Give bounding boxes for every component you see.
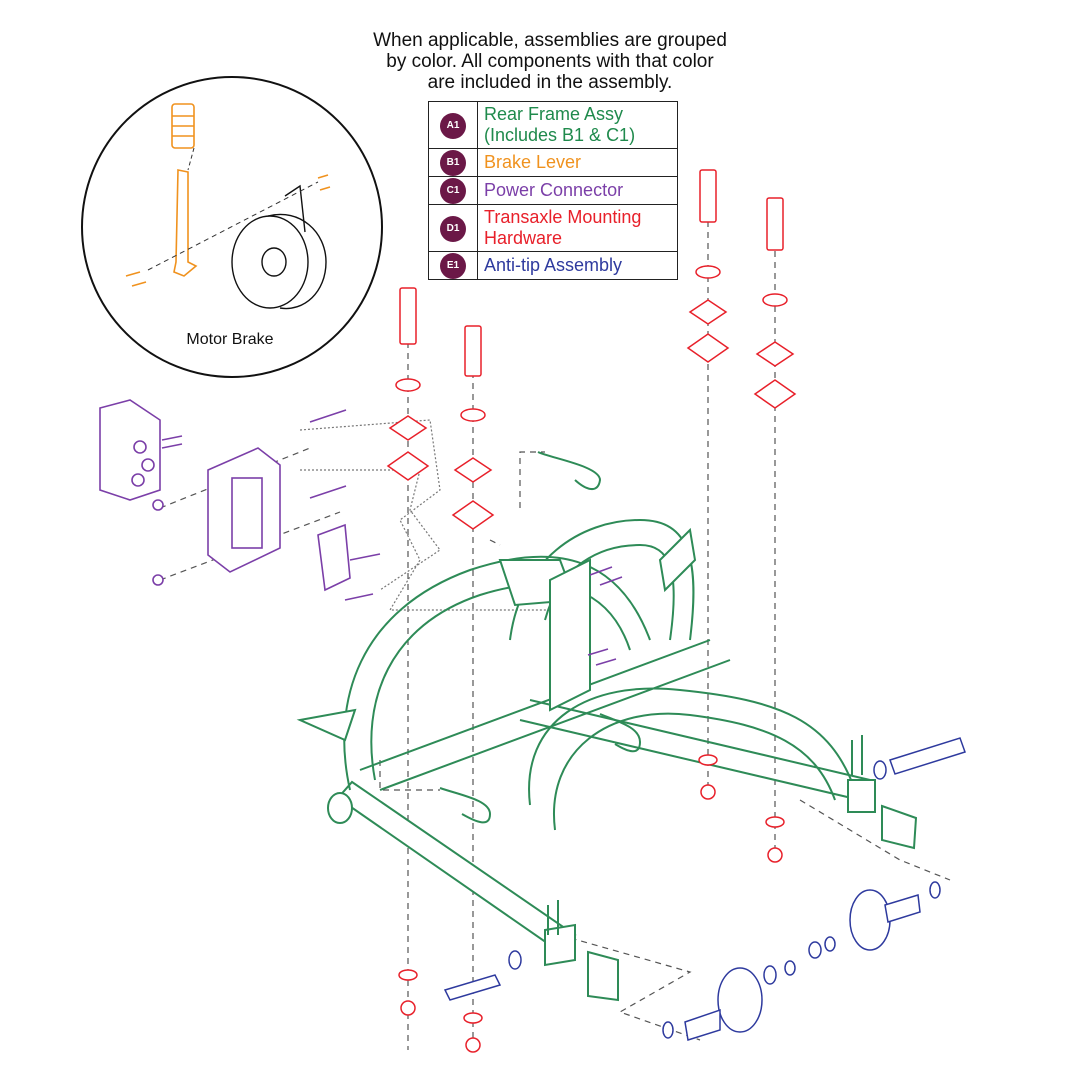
power-connector-parts: [99, 399, 623, 666]
brake-lever-part: [125, 103, 331, 287]
wire-path: [299, 419, 560, 611]
motor-brake-inset: [81, 76, 383, 378]
transaxle-mounting-hardware: [386, 169, 797, 1053]
rear-frame-assembly: [296, 451, 918, 1002]
legend-d1-line2: Hardware: [484, 228, 563, 248]
note-line-2: by color. All components with that color: [386, 51, 714, 72]
legend-row-b1: B1 Brake Lever: [428, 148, 678, 177]
legend-row-a1: A1 Rear Frame Assy (Includes B1 & C1): [428, 101, 678, 149]
grouping-note: When applicable, assemblies are grouped …: [330, 30, 770, 93]
legend-row-e1: E1 Anti-tip Assembly: [428, 251, 678, 280]
motor-brake-label: Motor Brake: [186, 331, 274, 348]
legend-label-e1: Anti-tip Assembly: [477, 251, 678, 280]
legend-a1-line1: Rear Frame Assy: [484, 104, 624, 124]
legend-d1-line1: Transaxle Mounting: [484, 207, 642, 227]
badge-d1: D1: [440, 215, 466, 242]
badge-e1: E1: [440, 253, 466, 279]
assembly-legend: A1 Rear Frame Assy (Includes B1 & C1) B1…: [428, 101, 678, 280]
legend-row-d1: D1 Transaxle Mounting Hardware: [428, 204, 678, 252]
badge-a1: A1: [440, 112, 466, 139]
motor-brake-body: [231, 184, 327, 310]
legend-label-c1: Power Connector: [477, 176, 678, 205]
anti-tip-assembly: [443, 737, 966, 1041]
note-line-1: When applicable, assemblies are grouped: [373, 30, 727, 51]
legend-label-b1: Brake Lever: [477, 148, 678, 177]
legend-a1-line2: (Includes B1 & C1): [484, 125, 636, 145]
legend-label-a1: Rear Frame Assy (Includes B1 & C1): [477, 101, 678, 149]
note-line-3: are included in the assembly.: [427, 72, 673, 93]
legend-label-d1: Transaxle Mounting Hardware: [477, 204, 678, 252]
badge-c1: C1: [440, 178, 466, 204]
badge-b1: B1: [440, 150, 466, 176]
legend-row-c1: C1 Power Connector: [428, 176, 678, 205]
